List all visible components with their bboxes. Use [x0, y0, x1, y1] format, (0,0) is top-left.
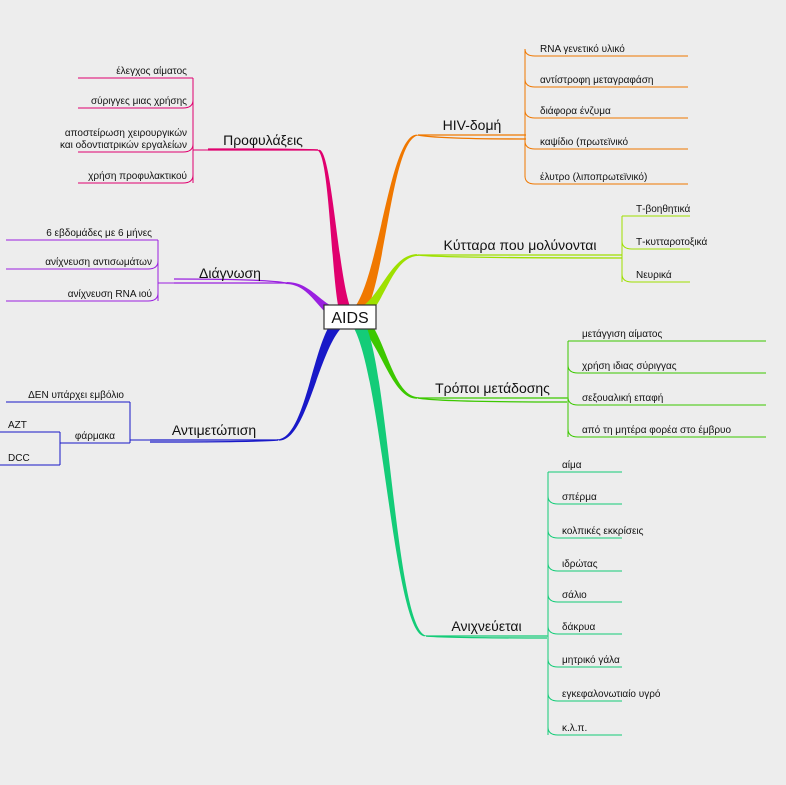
leaf-underline [547, 593, 622, 603]
leaf-underline [78, 143, 194, 153]
leaf-label: DCC [8, 453, 30, 464]
leaf-underline [547, 658, 622, 668]
leaf-label: αντίστροφη μεταγραφάση [540, 74, 653, 86]
leaf-underline [547, 529, 622, 539]
branch-diagnosis[interactable] [6, 239, 354, 324]
branch-hiv-structure[interactable] [343, 48, 688, 320]
leaf-label: εγκεφαλονωτιαίο υγρό [562, 688, 661, 700]
leaf-label: ιδρώτας [562, 558, 598, 570]
branch-label-hiv-structure: HIV-δομή [443, 117, 502, 133]
branch-underline [417, 254, 623, 259]
leaf-underline [567, 428, 766, 438]
leaf-label: σύριγγες μιας χρήσης [91, 95, 187, 107]
leaf-label: σπέρμα [562, 491, 597, 503]
leaf-label: ανίχνευση RNA ιού [68, 288, 152, 300]
branch-connector [344, 312, 419, 399]
leaf-underline [524, 140, 688, 150]
leaf-underline [524, 48, 688, 57]
leaf-label: 6 εβδομάδες με 6 μήνες [46, 227, 152, 239]
branch-treatment[interactable] [0, 313, 357, 466]
leaf-underline [524, 175, 688, 185]
leaf-underline [547, 625, 622, 635]
leaf-underline [547, 562, 622, 572]
leaf-underline [524, 78, 688, 88]
leaf-label: σεξουαλική επαφή [582, 392, 663, 404]
leaf-underline [547, 726, 622, 736]
leaf-label: χρήση ιδιας σύριγγας [582, 360, 677, 372]
leaf-label: ανίχνευση αντισωμάτων [45, 256, 152, 268]
center-label: AIDS [331, 310, 368, 327]
leaf-underline [524, 109, 688, 119]
leaf-label: από τη μητέρα φορέα στο έμβρυο [582, 424, 731, 436]
leaf-label: έλεγχος αίματος [116, 65, 187, 77]
leaf-label: καψίδιο (πρωτεϊνικό [540, 136, 628, 148]
leaf-label: κ.λ.π. [562, 723, 587, 734]
center-node[interactable]: AIDS [323, 304, 377, 330]
leaf-label: αίμα [562, 459, 582, 471]
branch-label-diagnosis: Διάγνωση [199, 265, 261, 281]
leaf-label: δάκρυα [562, 621, 596, 633]
leaf-label: Νευρικά [636, 269, 672, 281]
leaf-label: μετάγγιση αίματος [582, 328, 662, 340]
labels: HIV-δομή RNA γενετικό υλικό αντίστροφη μετ… [8, 43, 731, 734]
leaf-label: AZT [8, 420, 27, 431]
branch-connector [276, 313, 357, 441]
leaf-underline [621, 240, 690, 250]
leaf-underline [567, 364, 766, 374]
branch-label-detected: Ανιχνεύεται [451, 618, 521, 634]
branch-label-infected-cells: Κύτταρα που μολύνονται [444, 237, 597, 253]
branch-transmission[interactable] [344, 312, 766, 438]
branch-detected[interactable] [343, 315, 622, 736]
leaf-underline [78, 174, 194, 184]
leaf-underline [567, 396, 766, 406]
leaf-underline [547, 692, 622, 702]
leaf-underline [621, 273, 690, 283]
connectors [0, 48, 766, 736]
branch-connector [343, 134, 420, 320]
leaf-label: Τ-βοηθητικά [636, 203, 690, 215]
branch-underline [173, 278, 287, 284]
leaf-underline [6, 292, 159, 302]
branch-connector [316, 149, 357, 319]
leaf-label: μητρικό γάλα [562, 654, 620, 666]
branch-label-transmission: Τρόποι μετάδοσης [435, 380, 550, 396]
leaf-label: έλυτρο (λιποπρωτεϊνικό) [540, 171, 647, 183]
branch-label-prevention: Προφυλάξεις [223, 132, 303, 148]
branch-connector [345, 254, 419, 323]
leaf-label: RNA γενετικό υλικό [540, 43, 625, 55]
leaf-label: ΔΕΝ υπάρχει εμβόλιο [28, 389, 124, 401]
sub-branch-label: φάρμακα [75, 430, 115, 442]
branch-underline [417, 397, 568, 403]
leaf-underline [78, 99, 194, 109]
leaf-underline [6, 260, 159, 270]
leaf-label: Τ-κυτταροτοξικά [636, 236, 708, 248]
branch-underline [417, 134, 527, 140]
branch-prevention[interactable] [78, 77, 357, 319]
leaf-label: χρήση προφυλακτικού [88, 170, 187, 182]
branch-connector [343, 315, 428, 637]
leaf-underline [547, 495, 622, 505]
branch-infected-cells[interactable] [345, 215, 690, 323]
leaf-label: διάφορα ένζυμα [540, 105, 611, 117]
leaf-label: σάλιο [562, 589, 587, 601]
branch-label-treatment: Αντιμετώπιση [172, 422, 256, 438]
leaf-label: κολπικές εκκρίσεις [562, 525, 644, 537]
